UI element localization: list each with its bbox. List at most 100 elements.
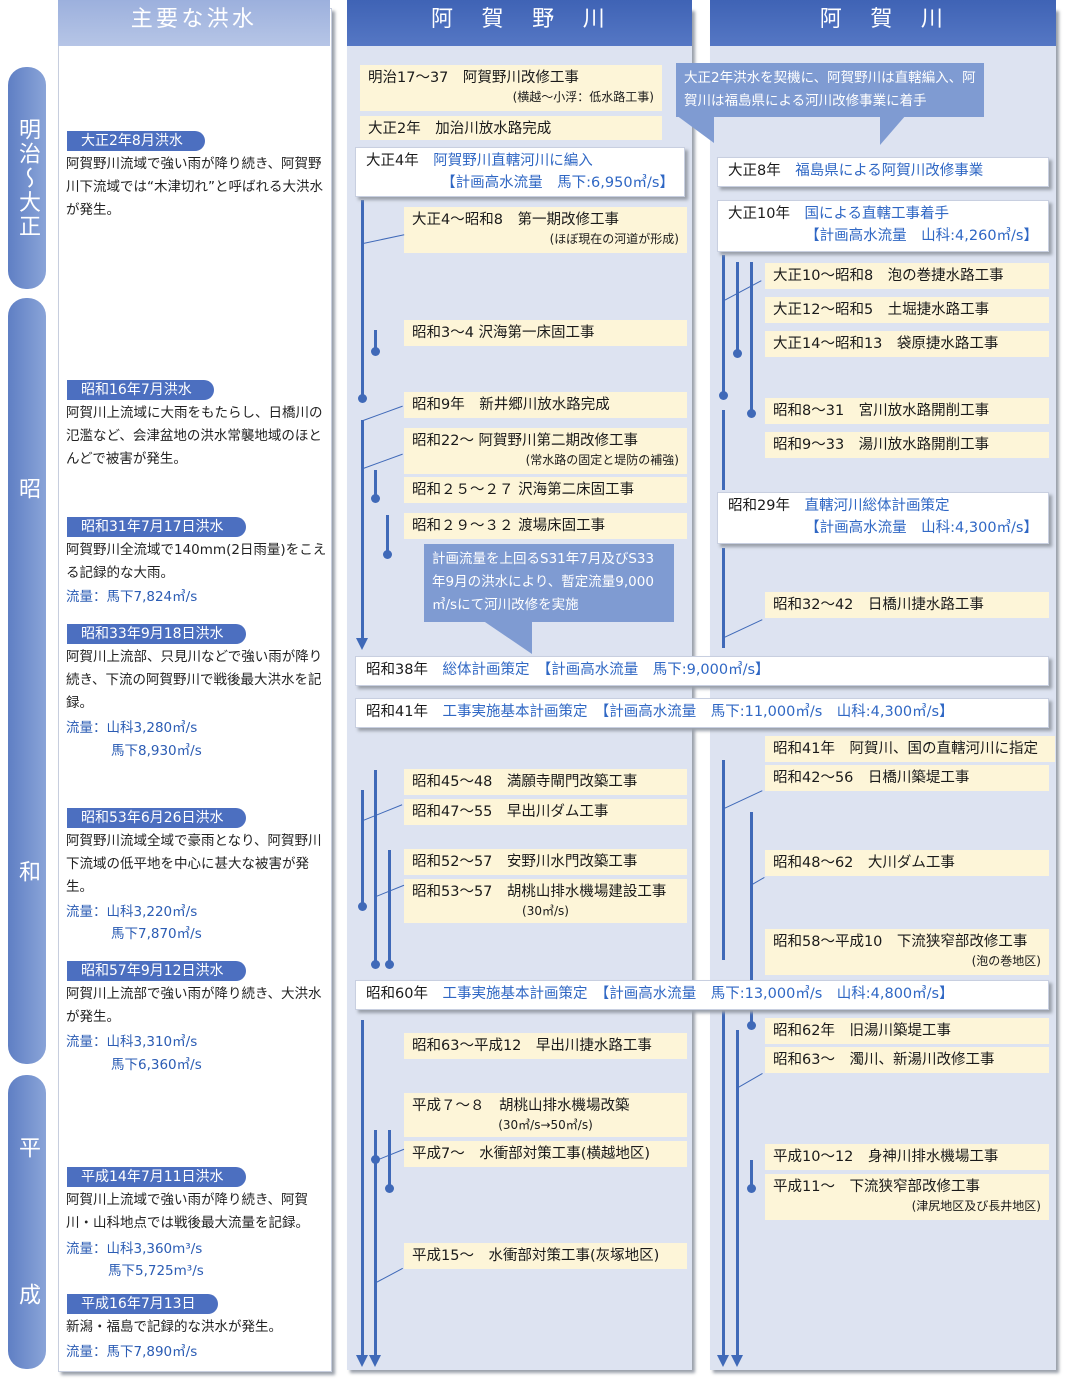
project-box: 昭和42〜56 日橋川築堤工事 (765, 765, 1049, 791)
project-box: 昭和２５〜２７ 沢海第二床固工事 (404, 477, 687, 503)
flood-flow: 流量：山科3,310㎥/s (66, 1034, 198, 1050)
flood-text: 阿賀川上流部、只見川などで強い雨が降り続き、下流の阿賀野川で戦後最大洪水を記録。 (66, 649, 323, 711)
flood-flow: 流量：山科3,220㎥/s (66, 904, 198, 920)
timeline-line (722, 410, 725, 490)
project-box: 昭和48〜62 大川ダム工事 (765, 850, 1049, 876)
project-box: 昭和8〜31 宮川放水路開削工事 (765, 398, 1049, 424)
timeline-dot (747, 1021, 756, 1030)
arrow-down-icon (356, 638, 368, 650)
arrow-down-icon (731, 1355, 743, 1367)
milestone-box: 昭和29年 直轄河川総体計画策定 【計画高水流量 山科:4,300㎥/s】 (717, 492, 1049, 544)
note-callout: 計画流量を上回るS31年7月及びS33年9月の洪水により、暫定流量9,000㎥/… (424, 544, 674, 622)
timeline-line (361, 200, 364, 398)
timeline-line (750, 1160, 753, 1188)
project-box: 平成10〜12 身神川排水機場工事 (765, 1144, 1049, 1170)
milestone-box: 大正8年 福島県による阿賀川改修事業 (717, 157, 1049, 187)
flood-text: 阿賀野川全流域で140mm(2日雨量)をこえる記録的な大雨。 (66, 542, 327, 581)
plan-box: 昭和38年 総体計画策定 【計画高水流量 馬下:9,000㎥/s】 (355, 656, 1049, 686)
flood-flow: 流量：馬下7,890㎥/s (66, 1344, 198, 1360)
project-box: 昭和53〜57 胡桃山排水機場建設工事(30㎥/s) (404, 879, 687, 923)
project-box: 大正4〜昭和8 第一期改修工事(ほぼ現在の河道が形成) (404, 207, 687, 253)
timeline-line (750, 812, 753, 1022)
callout-pointer (880, 115, 906, 145)
flood-badge: 昭和53年6月26日洪水 (67, 808, 246, 828)
callout-pointer (482, 620, 532, 654)
timeline-line (750, 262, 753, 412)
project-box: 昭和22〜 阿賀野川第二期改修工事(常水路の固定と堤防の補強) (404, 428, 687, 474)
timeline-line (386, 515, 389, 553)
flood-flow: 馬下7,870㎥/s (111, 926, 202, 942)
arrow-down-icon (717, 1355, 729, 1367)
timeline-line (361, 420, 364, 645)
plan-box: 昭和60年 工事実施基本計画策定 【計画高水流量 馬下:13,000㎥/s 山科… (355, 980, 1049, 1010)
project-box: 平成７〜８ 胡桃山排水機場改築(30㎥/s→50㎥/s) (404, 1093, 687, 1137)
flood-flow: 流量：山科3,280㎥/s (66, 720, 198, 736)
project-box: 昭和２９〜３２ 渡場床固工事 (404, 513, 687, 539)
project-box: 昭和9〜33 湯川放水路開削工事 (765, 432, 1049, 458)
plan-box: 昭和41年 工事実施基本計画策定 【計画高水流量 馬下:11,000㎥/s 山科… (355, 698, 1049, 728)
era-showa: 昭和 (8, 298, 46, 1064)
timeline-line (722, 1010, 725, 1360)
timeline-line (388, 1130, 391, 1185)
project-box: 昭和3〜4 沢海第一床固工事 (404, 320, 687, 346)
flood-text: 阿賀川上流域で強い雨が降り続き、阿賀川・山科地点では戦後最大流量を記録。 (66, 1192, 309, 1231)
floods-header: 主要な洪水 (58, 0, 330, 46)
flood-text: 阿賀野川流域全域で豪雨となり、阿賀野川下流域の低平地を中心に甚大な被害が発生。 (66, 833, 322, 895)
arrow-down-icon (356, 1355, 368, 1367)
flood-badge: 昭和57年9月12日洪水 (67, 961, 246, 981)
project-box: 大正10〜昭和8 泡の巻捷水路工事 (765, 263, 1049, 289)
timeline-dot (371, 494, 380, 503)
timeline-dot (371, 347, 380, 356)
timeline-dot (383, 550, 392, 559)
project-box: 明治17〜37 阿賀野川改修工事(横越〜小浮：低水路工事) (360, 65, 662, 111)
flood-badge: 平成14年7月11日洪水 (67, 1167, 246, 1187)
timeline-line (374, 1130, 377, 1360)
timeline-dot (733, 349, 742, 358)
era-heisei: 平成 (8, 1075, 46, 1369)
timeline-line (361, 790, 364, 905)
timeline-dot (385, 960, 394, 969)
milestone-box: 大正10年 国による直轄工事着手 【計画高水流量 山科:4,260㎥/s】 (717, 200, 1049, 252)
timeline-line (374, 470, 377, 498)
project-box: 昭和41年 阿賀川、国の直轄河川に指定 (765, 736, 1055, 762)
project-box: 昭和63〜平成12 早出川捷水路工事 (404, 1033, 687, 1059)
timeline-dot (385, 1184, 394, 1193)
floods-column (58, 8, 332, 1372)
flood-flow: 馬下8,930㎥/s (111, 743, 202, 759)
timeline-dot (747, 409, 756, 418)
project-box: 大正14〜昭和13 袋原捷水路工事 (765, 331, 1049, 357)
timeline-line (361, 1020, 364, 1360)
timeline-line (736, 1030, 739, 1360)
project-box: 昭和63〜 濁川、新湯川改修工事 (765, 1047, 1049, 1073)
timeline-line (374, 770, 377, 962)
flood-text: 阿賀川上流部で強い雨が降り続き、大洪水が発生。 (66, 986, 322, 1025)
timeline-dot (358, 902, 367, 911)
project-box: 昭和47〜55 早出川ダム工事 (404, 799, 687, 825)
aganogawa-header: 阿 賀 野 川 (347, 0, 692, 46)
flood-flow: 流量：馬下7,824㎥/s (66, 589, 198, 605)
callout-pointer (676, 115, 714, 143)
project-box: 昭和45〜48 満願寺閘門改築工事 (404, 769, 687, 795)
flood-badge: 昭和33年9月18日洪水 (67, 624, 246, 644)
flood-flow: 流量：山科3,360m³/s (66, 1241, 203, 1257)
flood-text: 新潟・福島で記録的な洪水が発生。 (66, 1319, 282, 1335)
timeline-line (722, 255, 725, 395)
timeline-line (374, 330, 377, 350)
timeline-dot (719, 391, 728, 400)
flood-badge: 昭和16年7月洪水 (67, 380, 214, 400)
era-meiji-taisho: 明治〜大正 (8, 67, 46, 289)
timeline-dot (747, 1184, 756, 1193)
project-box: 大正12〜昭和5 土堀捷水路工事 (765, 297, 1049, 323)
project-box: 平成11〜 下流狭窄部改修工事(津尻地区及び長井地区) (765, 1174, 1049, 1220)
flood-text: 阿賀川上流域に大雨をもたらし、日橋川の氾濫など、会津盆地の洪水常襲地域のほとんど… (66, 405, 323, 467)
flood-badge: 昭和31年7月17日洪水 (67, 517, 246, 537)
flood-badge: 大正2年8月洪水 (67, 131, 205, 151)
project-box: 昭和58〜平成10 下流狭窄部改修工事(泡の巻地区) (765, 929, 1049, 975)
flood-flow: 馬下5,725m³/s (108, 1263, 204, 1279)
project-box: 平成7〜 水衝部対策工事(横越地区) (404, 1141, 687, 1167)
project-box: 昭和52〜57 安野川水門改築工事 (404, 849, 687, 875)
timeline-dot (358, 394, 367, 403)
project-box: 昭和32〜42 日橋川捷水路工事 (765, 592, 1049, 618)
note-callout: 大正2年洪水を契機に、阿賀野川は直轄編入、阿賀川は福島県による河川改修事業に着手 (676, 63, 984, 117)
flood-badge: 平成16年7月13日 (67, 1294, 218, 1314)
